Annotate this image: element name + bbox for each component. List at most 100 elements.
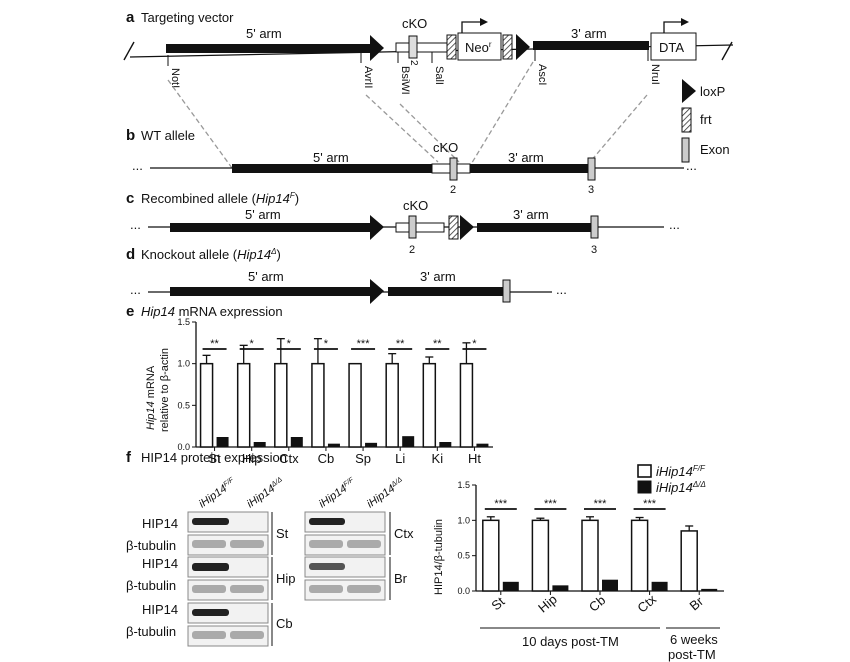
element-legend: loxP frt Exon xyxy=(681,79,730,163)
recomb-3arm xyxy=(477,223,593,232)
panel-e-ylabel: Hip14 mRNA xyxy=(145,365,157,430)
legend-loxp-icon xyxy=(682,79,696,103)
vector-5arm xyxy=(166,44,370,53)
bar-knockout xyxy=(402,436,415,447)
panel-d-letter: d xyxy=(126,246,135,263)
category-label: Hip xyxy=(535,592,560,616)
panel-b-letter: b xyxy=(126,127,135,144)
bar-knockout xyxy=(439,442,452,447)
vector-dta-box xyxy=(650,32,697,61)
significance-stars: ** xyxy=(396,338,405,350)
panel-f: f HIP14 protein expression iHip14F/F iHi… xyxy=(126,449,724,662)
ko-3arm xyxy=(388,287,504,296)
recomb-exon-3-label: 3 xyxy=(591,244,597,256)
group2-label-line1: 6 weeks xyxy=(670,632,718,647)
ko-loxp xyxy=(370,279,384,304)
blot-st-tissue: St xyxy=(276,526,289,541)
wt-exon-3-label: 3 xyxy=(588,184,594,196)
neo-promoter-arrow xyxy=(461,21,480,33)
bar-control xyxy=(459,362,474,448)
wt-3arm-label: 3' arm xyxy=(508,150,544,165)
dta-arrowhead xyxy=(681,18,689,26)
y-tick-label: 0.0 xyxy=(457,586,470,596)
blot-band xyxy=(347,585,381,593)
bar-control xyxy=(311,362,325,448)
bar-knockout xyxy=(701,588,718,591)
neo-arrowhead xyxy=(480,18,488,26)
site-sali: SalI xyxy=(433,66,445,85)
recomb-cko-label: cKO xyxy=(403,198,428,213)
blot-cb-tissue: Cb xyxy=(276,616,293,631)
significance-stars: * xyxy=(287,338,292,350)
blot-band xyxy=(309,585,343,593)
blot-band xyxy=(192,540,226,548)
blot-band xyxy=(309,518,345,525)
bar-control xyxy=(199,362,214,448)
significance-stars: ** xyxy=(433,338,442,350)
category-label: Ki xyxy=(432,451,444,466)
site-nrui: NruI xyxy=(649,64,661,85)
recomb-5arm-label: 5' arm xyxy=(245,207,281,222)
y-tick-label: 0.0 xyxy=(177,442,190,452)
bar-knockout xyxy=(365,442,378,447)
significance-stars: *** xyxy=(643,498,657,510)
recomb-exon-2 xyxy=(408,215,417,239)
category-label: Ctx xyxy=(279,451,299,466)
panel-d-title: Knockout allele (Hip14Δ) xyxy=(141,247,281,262)
recomb-frt xyxy=(448,215,459,240)
wt-dots-right: ... xyxy=(686,158,697,173)
bar-control xyxy=(581,519,599,592)
significance-stars: * xyxy=(472,338,477,350)
recomb-3arm-label: 3' arm xyxy=(513,207,549,222)
category-label: Cb xyxy=(318,451,335,466)
blot-col-ff-left: iHip14F/F xyxy=(197,476,239,510)
bar-knockout xyxy=(552,585,569,591)
legend-frt-icon xyxy=(681,107,692,133)
vector-neo-label: Neor xyxy=(465,40,492,55)
blot-br-tissue: Br xyxy=(394,571,408,586)
y-tick-label: 0.5 xyxy=(457,551,470,561)
bar-control xyxy=(482,519,500,592)
legend-dd-swatch xyxy=(637,480,652,494)
category-label: Ht xyxy=(468,451,481,466)
blot-band xyxy=(192,609,229,616)
panel-a-title: Targeting vector xyxy=(141,10,234,25)
significance-stars: *** xyxy=(494,498,508,510)
y-tick-label: 1.5 xyxy=(457,480,470,490)
legend-ff-swatch xyxy=(637,464,652,478)
wt-dots-left: ... xyxy=(132,158,143,173)
recomb-loxp-1 xyxy=(370,215,384,240)
bar-knockout xyxy=(476,443,489,447)
ko-5arm-label: 5' arm xyxy=(248,269,284,284)
blot-cb-tubulin-label: β-tubulin xyxy=(126,624,176,639)
y-tick-label: 1.0 xyxy=(457,515,470,525)
group1-label: 10 days post-TM xyxy=(522,634,619,649)
recomb-dots-left: ... xyxy=(130,217,141,232)
category-label: Sp xyxy=(355,451,371,466)
category-label: Li xyxy=(395,451,405,466)
blot-st-tubulin-label: β-tubulin xyxy=(126,538,176,553)
vector-loxp-1 xyxy=(370,35,384,61)
vector-5arm-label: 5' arm xyxy=(246,26,282,41)
bar-control xyxy=(531,519,550,592)
blot-hip-tubulin-label: β-tubulin xyxy=(126,578,176,593)
bar-control xyxy=(680,530,698,592)
vector-3arm-label: 3' arm xyxy=(571,26,607,41)
legend-dd-label: iHip14Δ/Δ xyxy=(656,480,706,495)
panel-f-title: HIP14 protein expression xyxy=(141,450,287,465)
recomb-dots-right: ... xyxy=(669,217,680,232)
vector-loxp-2 xyxy=(516,34,530,60)
significance-stars: *** xyxy=(544,498,558,510)
bar-knockout xyxy=(216,437,229,447)
panel-c: c Recombined allele (Hip14F) ... ... 5' … xyxy=(126,190,680,256)
blot-band xyxy=(309,540,343,548)
panel-f-letter: f xyxy=(126,449,132,466)
panel-a-letter: a xyxy=(126,9,135,26)
wt-exon-3 xyxy=(587,157,596,181)
bar-control xyxy=(274,362,288,448)
vector-exon-2-label: 2 xyxy=(408,60,419,66)
vector-dta-label: DTA xyxy=(659,40,684,55)
blot-band xyxy=(192,585,226,593)
